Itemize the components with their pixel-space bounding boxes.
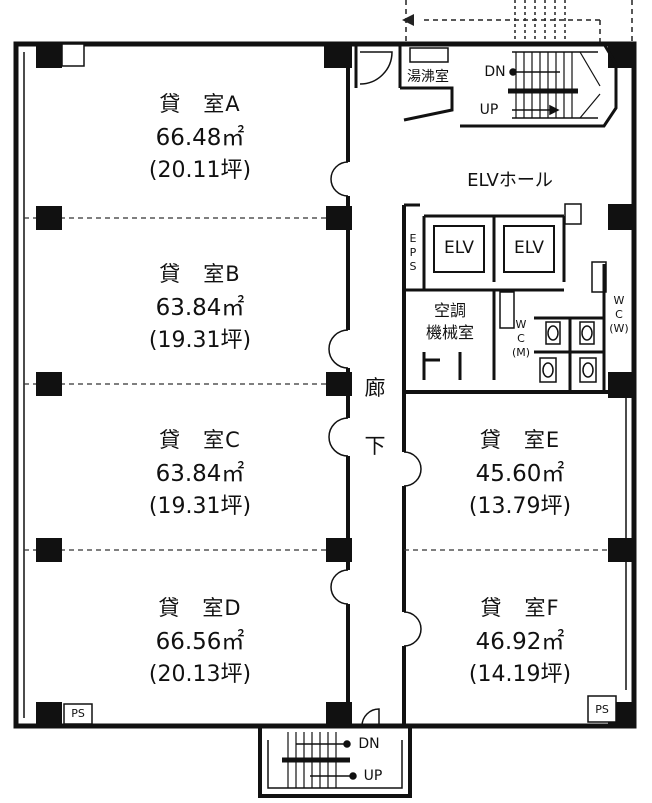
toilet-icons — [539, 321, 597, 383]
room-c-area: 63.84㎡ — [155, 461, 245, 487]
room-b-name: 貸 室B — [159, 262, 241, 286]
upper-stair-up-label: UP — [479, 102, 499, 118]
room-e-label: 貸 室E 45.60㎡ (13.79坪) — [420, 424, 620, 520]
room-a-area: 66.48㎡ — [155, 125, 245, 151]
wc-w-tag: (W) — [609, 322, 629, 335]
room-c-tsubo: (19.31坪) — [148, 494, 252, 519]
arrow-left-icon — [402, 14, 414, 26]
wc-m-tag: (M) — [511, 346, 531, 359]
eps-letter-e: E — [409, 232, 417, 245]
room-f-area: 46.92㎡ — [475, 629, 565, 655]
wc-m-c: C — [517, 332, 525, 345]
room-a-label: 貸 室A 66.48㎡ (20.11坪) — [100, 88, 300, 184]
room-e-tsubo: (13.79坪) — [468, 494, 572, 519]
room-d-name: 貸 室D — [158, 596, 242, 620]
room-d-label: 貸 室D 66.56㎡ (20.13坪) — [100, 592, 300, 688]
machine-room-line-2: 機械室 — [425, 323, 474, 342]
room-b-area: 63.84㎡ — [155, 295, 245, 321]
machine-room-label: 空調 機械室 — [410, 300, 490, 344]
wc-w-c: C — [615, 308, 623, 321]
lower-stair-arrows — [296, 740, 357, 780]
lower-staircase — [258, 726, 412, 798]
room-d-tsubo: (20.13坪) — [148, 662, 252, 687]
kitchenette — [354, 44, 454, 122]
wc-w-w: W — [613, 294, 625, 307]
room-c-label: 貸 室C 63.84㎡ (19.31坪) — [100, 424, 300, 520]
ps-label-right: PS — [595, 703, 609, 716]
room-f-tsubo: (14.19坪) — [468, 662, 572, 687]
door-swings — [328, 51, 422, 727]
service-rooms — [422, 261, 607, 392]
room-b-label: 貸 室B 63.84㎡ (19.31坪) — [100, 258, 300, 354]
elv-hall-label: ELVホール — [467, 170, 553, 191]
wc-w-label: W C (W) — [606, 294, 632, 336]
room-c-name: 貸 室C — [159, 428, 241, 452]
corner-box — [61, 43, 85, 67]
top-hatching — [514, 0, 566, 42]
elevator-2-label: ELV — [514, 238, 544, 258]
upper-stair-dn-label: DN — [484, 64, 506, 80]
room-e-name: 貸 室E — [479, 428, 561, 452]
room-f-label: 貸 室F 46.92㎡ (14.19坪) — [420, 592, 620, 688]
wc-m-w: W — [515, 318, 527, 331]
ps-label-left: PS — [71, 707, 85, 720]
wc-m-label: W C (M) — [508, 318, 534, 360]
lower-stair-treads — [287, 732, 337, 788]
eps-letter-s: S — [409, 260, 417, 273]
lower-stair-up-label: UP — [363, 768, 383, 784]
corridor-label-1: 廊 — [364, 376, 386, 400]
ps-box-left — [63, 703, 93, 725]
room-b-tsubo: (19.31坪) — [148, 328, 252, 353]
upper-staircase — [460, 42, 618, 128]
kitchenette-label: 湯沸室 — [407, 69, 449, 85]
elevator-1-label: ELV — [444, 238, 474, 258]
upper-stair-treads — [515, 52, 573, 118]
elevator-block — [404, 203, 582, 292]
room-f-name: 貸 室F — [480, 596, 560, 620]
room-dividers — [24, 217, 626, 551]
room-e-area: 45.60㎡ — [475, 461, 565, 487]
exterior-dashed-path — [405, 0, 633, 42]
room-a-name: 貸 室A — [159, 92, 241, 116]
eps-label: E P S — [406, 232, 420, 274]
room-a-tsubo: (20.11坪) — [148, 158, 252, 183]
eps-letter-p: P — [409, 246, 417, 259]
room-d-area: 66.56㎡ — [155, 629, 245, 655]
lower-stair-dn-label: DN — [358, 736, 380, 752]
corridor-label-2: 下 — [364, 434, 386, 458]
machine-room-line-1: 空調 — [433, 301, 466, 320]
stair-arrow-icons — [509, 68, 560, 116]
ps-box-right — [587, 695, 617, 723]
